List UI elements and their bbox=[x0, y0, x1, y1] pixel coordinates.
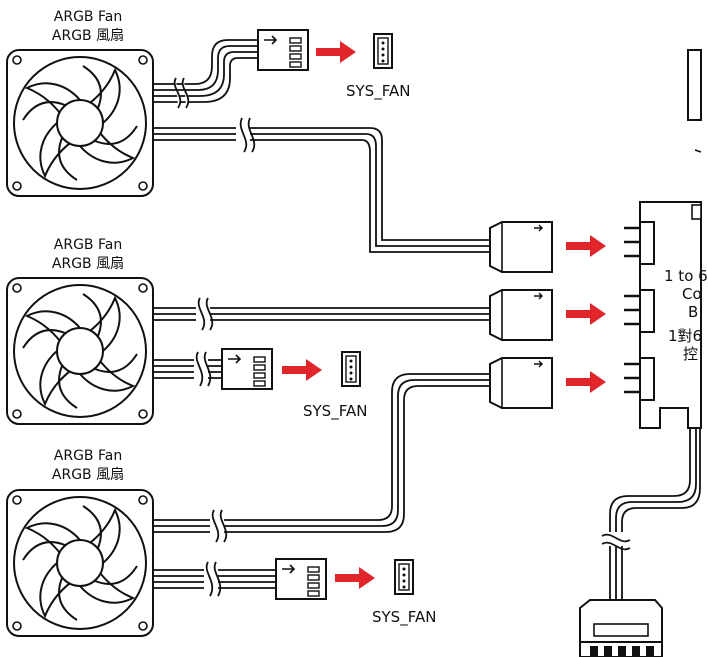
arrow-icon bbox=[566, 371, 606, 393]
fan1-label-en: ARGB Fan bbox=[53, 9, 123, 25]
fan1-argb-connector bbox=[489, 221, 553, 273]
sata-power-icon bbox=[579, 599, 663, 657]
fan-icon bbox=[6, 49, 154, 197]
sys-fan-header-icon bbox=[373, 33, 393, 69]
sys-fan-label-1: SYS_FAN bbox=[346, 82, 411, 100]
fan3-label-zh: ARGB 風扇 bbox=[51, 467, 125, 483]
controller-port-2 bbox=[622, 288, 656, 334]
fan1-pwm-connector bbox=[257, 29, 309, 71]
fan3-label: ARGB Fan ARGB 風扇 bbox=[28, 447, 148, 485]
controller-text-2: Co bbox=[682, 285, 702, 303]
sys-fan-header-icon bbox=[394, 559, 414, 595]
controller-text-4: 1對6 bbox=[668, 327, 703, 345]
fan2-label-en: ARGB Fan bbox=[53, 237, 123, 253]
fan2-label-zh: ARGB 風扇 bbox=[51, 256, 125, 272]
arrow-icon bbox=[316, 41, 356, 63]
controller-text-3: B bbox=[688, 303, 699, 321]
controller-text-1: 1 to 6 bbox=[664, 267, 708, 285]
fan3-label-en: ARGB Fan bbox=[53, 448, 123, 464]
controller-top-part bbox=[687, 49, 702, 121]
controller-box bbox=[639, 49, 702, 429]
controller-port-1 bbox=[622, 220, 656, 266]
arrow-icon bbox=[566, 303, 606, 325]
arrow-icon bbox=[566, 235, 606, 257]
fan1-pwm-cable bbox=[152, 39, 258, 103]
fan3-pwm-connector bbox=[275, 558, 327, 600]
controller-port-3 bbox=[622, 356, 656, 402]
fan1-argb-cable bbox=[152, 127, 490, 253]
sys-fan-label-3: SYS_FAN bbox=[372, 608, 437, 626]
sys-fan-label-2: SYS_FAN bbox=[303, 402, 368, 420]
sata-cable bbox=[609, 428, 701, 600]
fan2-label: ARGB Fan ARGB 風扇 bbox=[28, 236, 148, 274]
fan1-label: ARGB Fan ARGB 風扇 bbox=[28, 8, 148, 46]
fan2-pwm-cable bbox=[152, 359, 222, 379]
fan-icon bbox=[6, 489, 154, 637]
controller-text-5: 控 bbox=[683, 345, 699, 363]
fan3-argb-connector bbox=[489, 357, 553, 409]
fan-icon bbox=[6, 277, 154, 425]
fan2-argb-connector bbox=[489, 289, 553, 341]
fan2-pwm-connector bbox=[221, 348, 273, 390]
fan1-label-zh: ARGB 風扇 bbox=[51, 28, 125, 44]
sys-fan-header-icon bbox=[341, 351, 361, 387]
fan3-argb-cable bbox=[152, 373, 492, 533]
arrow-icon bbox=[335, 567, 375, 589]
arrow-icon bbox=[282, 359, 322, 381]
